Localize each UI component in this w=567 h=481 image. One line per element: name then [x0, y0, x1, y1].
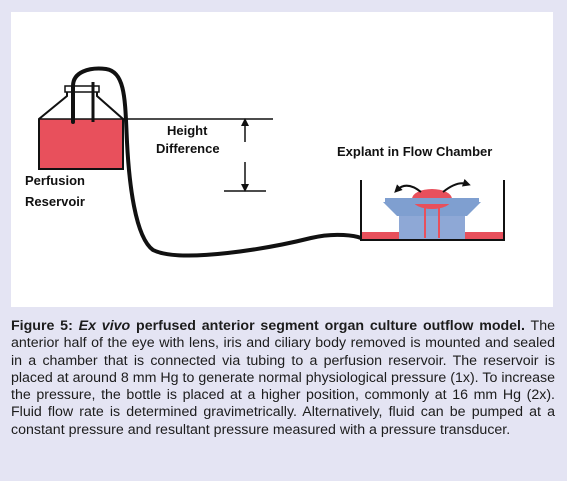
figure-caption: Figure 5: Ex vivo perfused anterior segm…: [11, 318, 555, 439]
caption-figure-number: Figure 5:: [11, 318, 73, 334]
caption-title-italic: Ex vivo: [78, 318, 131, 334]
reservoir-label-line2: Reservoir: [25, 194, 85, 209]
reservoir-fluid: [39, 119, 123, 169]
chamber-walls: [360, 180, 505, 241]
perfusion-tubing: [71, 66, 363, 258]
outflow-arrow-right: [442, 178, 471, 193]
height-label-line2: Difference: [156, 141, 220, 156]
chamber-label: Explant in Flow Chamber: [337, 144, 493, 159]
height-difference-indicator: [123, 118, 273, 192]
perfusion-diagram: [38, 66, 505, 258]
height-label-line1: Height: [167, 123, 208, 138]
caption-body: The anterior half of the eye with lens, …: [11, 318, 555, 438]
caption-title: perfused anterior segment organ culture …: [136, 318, 525, 334]
reservoir-cap: [64, 85, 100, 93]
perfusion-reservoir: [38, 85, 124, 170]
reservoir-label-line1: Perfusion: [25, 173, 85, 188]
flow-chamber: [360, 178, 505, 241]
figure-panel: Height Difference Explant in Flow Chambe…: [11, 12, 553, 307]
outflow-arrow-left: [394, 184, 422, 193]
